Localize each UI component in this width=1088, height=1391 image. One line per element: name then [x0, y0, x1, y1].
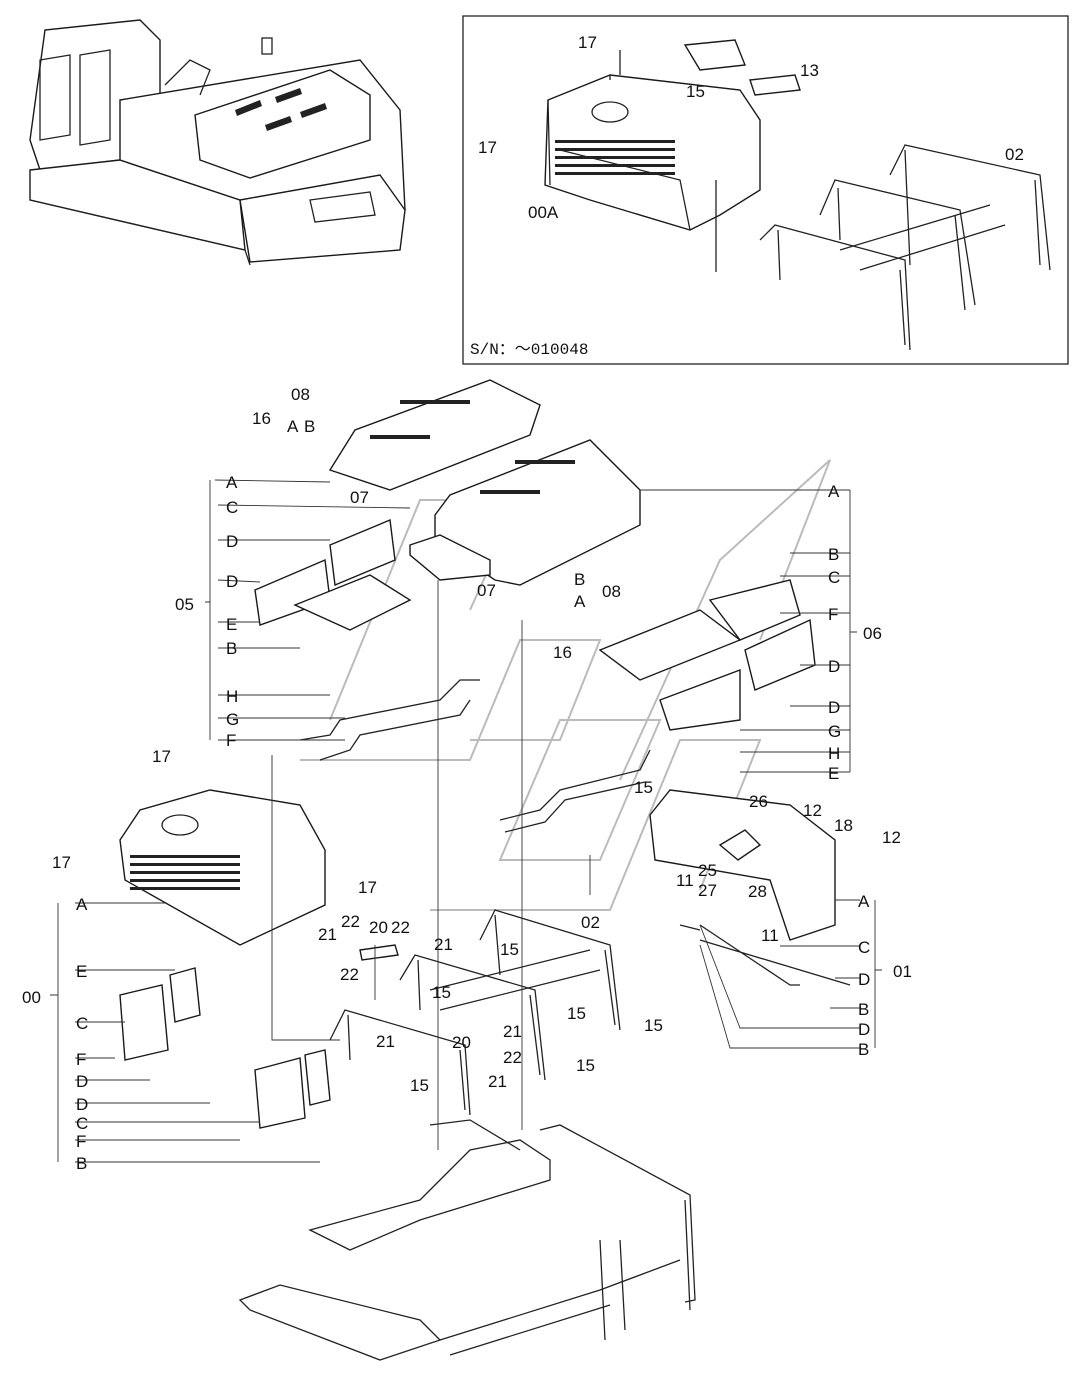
callout-A: A	[858, 892, 870, 911]
callout-17: 17	[52, 853, 71, 872]
callout-F: F	[828, 605, 838, 624]
callout-02: 02	[581, 913, 600, 932]
callout-B: B	[574, 570, 585, 589]
callout-B: B	[828, 545, 839, 564]
callout-D: D	[858, 1020, 870, 1039]
callout-13: 13	[800, 61, 819, 80]
callout-A: A	[574, 592, 586, 611]
callout-17: 17	[358, 878, 377, 897]
callout-22: 22	[391, 918, 410, 937]
callout-12: 12	[882, 828, 901, 847]
excavator-overview	[29, 19, 406, 266]
lower-right-cover	[649, 789, 882, 1049]
callout-F: F	[76, 1050, 86, 1069]
callout-D: D	[226, 532, 238, 551]
lower-left-cover	[50, 789, 331, 1163]
callout-02: 02	[1005, 145, 1024, 164]
callout-08: 08	[291, 385, 310, 404]
callout-E: E	[226, 615, 237, 634]
callout-C: C	[858, 938, 870, 957]
callout-00A: 00A	[528, 203, 559, 222]
group-code-05: 05	[175, 595, 194, 614]
callout-B: B	[304, 417, 315, 436]
callout-20: 20	[452, 1033, 471, 1052]
base-frame	[238, 1119, 696, 1361]
callout-15: 15	[500, 940, 519, 959]
callout-D: D	[858, 970, 870, 989]
callout-D: D	[76, 1095, 88, 1114]
callout-C: C	[226, 498, 238, 517]
callout-21: 21	[503, 1022, 522, 1041]
callout-26: 26	[749, 792, 768, 811]
callout-G: G	[226, 710, 239, 729]
callout-F: F	[76, 1132, 86, 1151]
leader-lines	[271, 580, 591, 1150]
callout-17: 17	[578, 33, 597, 52]
callout-D: D	[226, 572, 238, 591]
callout-15: 21	[376, 1032, 395, 1051]
serial-inset: 17 15 13 17 00A 02 S/N：～010048	[462, 15, 1069, 365]
callout-H: H	[828, 744, 840, 763]
callout-A: A	[828, 482, 840, 501]
callout-F: F	[226, 731, 236, 750]
callout-15: 15	[634, 778, 653, 797]
callout-A: A	[226, 473, 238, 492]
callout-15: 15	[644, 1016, 663, 1035]
callout-12: 12	[803, 801, 822, 820]
callout-C: C	[76, 1014, 88, 1033]
callout-D: D	[828, 657, 840, 676]
callout-D: D	[828, 698, 840, 717]
callout-C: C	[828, 568, 840, 587]
callout-21: 21	[488, 1072, 507, 1091]
callout-07: 07	[477, 581, 496, 600]
callout-20: 20	[369, 918, 388, 937]
callout-25: 25	[698, 861, 717, 880]
callout-B: B	[76, 1154, 87, 1173]
callout-15: 15	[410, 1076, 429, 1095]
callout-H: H	[226, 687, 238, 706]
callout-21: 21	[434, 935, 453, 954]
callout-E: E	[76, 962, 87, 981]
callout-15: 15	[432, 983, 451, 1002]
frame-rails	[329, 909, 621, 1116]
group-code-00: 00	[22, 988, 41, 1007]
callout-11: 11	[761, 926, 779, 945]
callout-15: 15	[567, 1004, 586, 1023]
callout-17: 17	[478, 138, 497, 157]
callout-07: 07	[350, 488, 369, 507]
callout-08: 08	[602, 582, 621, 601]
callout-22: 22	[340, 965, 359, 984]
callout-B: B	[858, 1000, 869, 1019]
callout-C: C	[76, 1114, 88, 1133]
callout-27: 27	[698, 881, 717, 900]
serial-number-range: S/N：～010048	[470, 341, 588, 359]
callout-E: E	[828, 764, 839, 783]
upper-cover-group	[205, 379, 857, 833]
callout-22: 22	[341, 912, 360, 931]
callout-22: 22	[503, 1048, 522, 1067]
callout-B: B	[858, 1040, 869, 1059]
callout-15: 15	[686, 82, 705, 101]
callout-B: B	[226, 639, 237, 658]
callout-21: 21	[318, 925, 337, 944]
group-code-01: 01	[893, 962, 912, 981]
callout-15: 15	[576, 1056, 595, 1075]
callout-17: 17	[152, 747, 171, 766]
callout-18: 18	[834, 816, 853, 835]
callout-11: 11	[676, 871, 694, 890]
callout-16: 16	[252, 409, 271, 428]
callouts: 16 08 A B 07 07 B A 08 16 05 A C D D E B…	[22, 385, 912, 1173]
callout-D: D	[76, 1072, 88, 1091]
group-code-06: 06	[863, 624, 882, 643]
callout-A: A	[76, 895, 88, 914]
callout-16: 16	[553, 643, 572, 662]
callout-28: 28	[748, 882, 767, 901]
callout-A: A	[287, 417, 299, 436]
callout-G: G	[828, 722, 841, 741]
